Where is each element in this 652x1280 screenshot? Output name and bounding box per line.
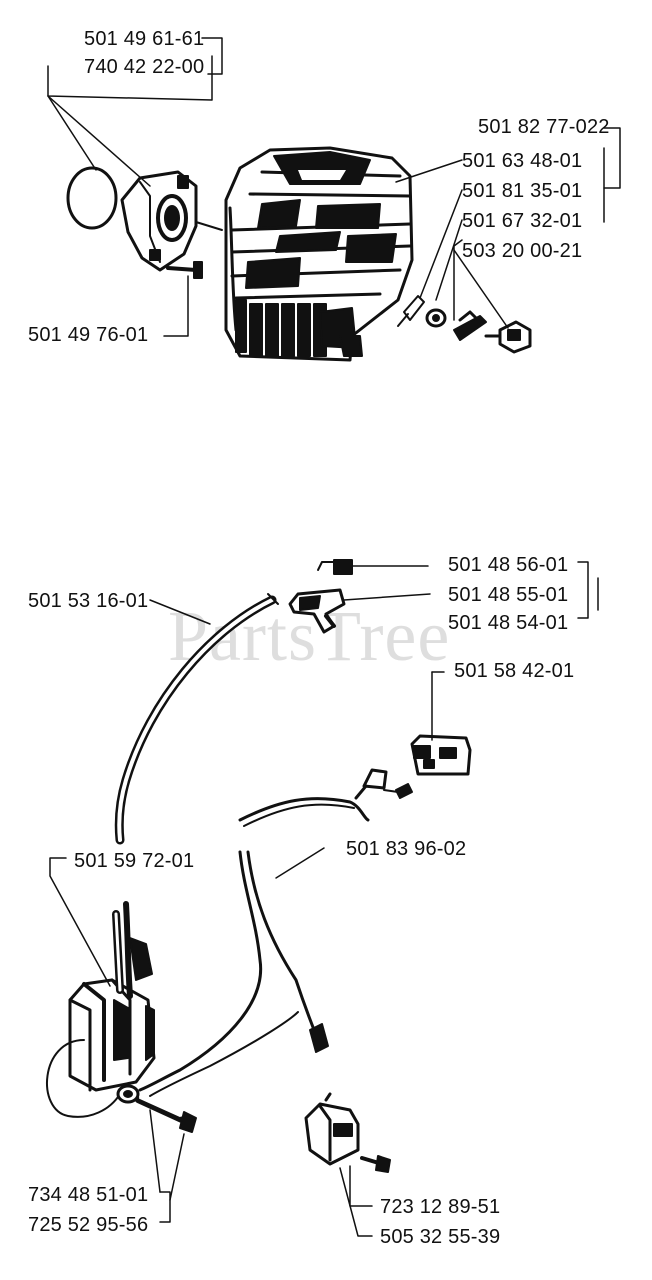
part-number-label: 723 12 89-51: [380, 1196, 501, 1218]
part-number-label: 501 48 55-01: [448, 584, 569, 606]
ground-wire-part: [138, 847, 329, 1097]
part-number-label: 503 20 00-21: [462, 240, 583, 262]
cylinder-part: [224, 146, 414, 362]
ignition-coil-part: [46, 901, 156, 1118]
valve-stem-part: [453, 310, 487, 341]
part-number-label: 501 83 96-02: [346, 838, 467, 860]
part-number-label: 501 67 32-01: [462, 210, 583, 232]
bearing-housing-part: [120, 170, 198, 272]
center-line: [195, 221, 223, 231]
part-number-label: 501 48 54-01: [448, 612, 569, 634]
coil-spacer-part: [116, 1084, 140, 1104]
switch-wire-part: [238, 768, 413, 827]
spark-plug-cap-part: [288, 588, 431, 634]
part-number-label: 725 52 95-56: [28, 1214, 149, 1236]
part-number-label: 501 58 42-01: [454, 660, 575, 682]
part-number-label: 501 53 16-01: [28, 590, 149, 612]
spring-part: [317, 559, 429, 575]
part-number-label: 501 59 72-01: [74, 850, 195, 872]
leader-lines-bottom: [49, 561, 599, 1237]
stop-switch-part: [410, 671, 472, 776]
valve-nut-part: [484, 320, 532, 354]
ignition-lead-part: [114, 593, 279, 845]
leader-lines-top: [47, 37, 621, 337]
part-number-label: 740 42 22-00: [84, 56, 205, 78]
part-number-label: 501 49 61-61: [84, 28, 205, 50]
valve-washer-part: [397, 295, 425, 327]
part-number-label: 505 32 55-39: [380, 1226, 501, 1248]
part-number-label: 501 49 76-01: [28, 324, 149, 346]
o-ring-part: [66, 166, 118, 230]
washer-part: [425, 308, 447, 328]
coil-screw-part: [135, 1097, 197, 1133]
part-number-label: 501 82 77-022: [478, 116, 610, 138]
screw-part: [166, 261, 203, 279]
part-number-label: 501 81 35-01: [462, 180, 583, 202]
suppressor-screw-part: [360, 1155, 391, 1173]
part-number-label: 501 48 56-01: [448, 554, 569, 576]
suppressor-part: [304, 1092, 360, 1166]
part-number-label: 501 63 48-01: [462, 150, 583, 172]
part-number-label: 734 48 51-01: [28, 1184, 149, 1206]
